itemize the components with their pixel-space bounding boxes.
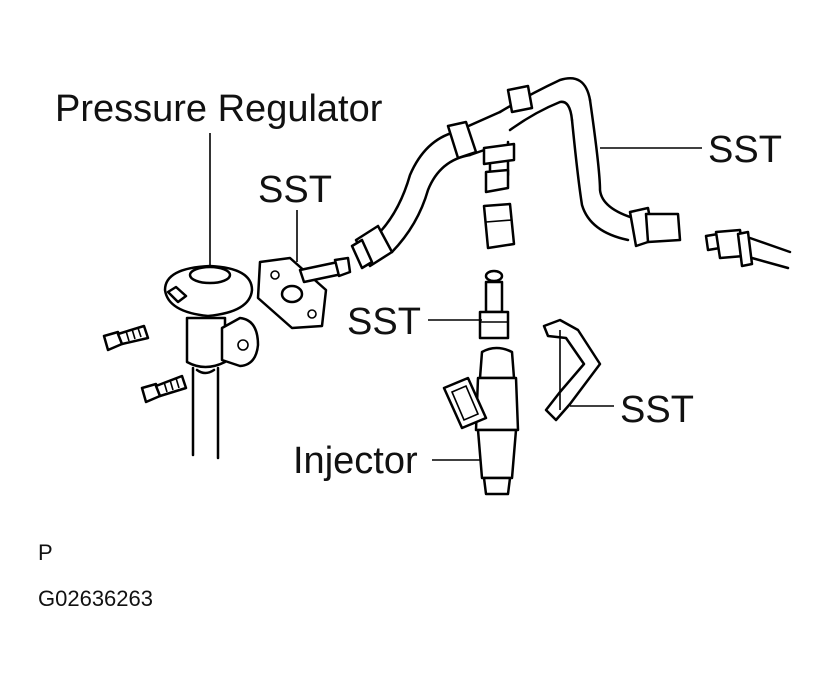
label-sst-left: SST (258, 169, 332, 211)
figure-id: G02636263 (38, 586, 153, 611)
label-sst-center: SST (347, 301, 421, 343)
leader-lines (209, 133, 702, 461)
view-letter: P (38, 540, 53, 565)
fuel-injector (442, 346, 520, 496)
label-sst-top-right: SST (708, 129, 782, 171)
sst-injector-clip (542, 318, 602, 422)
label-sst-clip: SST (620, 389, 694, 431)
label-pressure-regulator: Pressure Regulator (55, 88, 383, 130)
pressure-regulator (163, 264, 260, 460)
sst-adapter-plate (256, 256, 352, 330)
sst-injector-adapter (478, 269, 510, 340)
label-injector: Injector (293, 440, 418, 482)
quick-connector (704, 228, 792, 270)
bolt-lower (140, 374, 188, 404)
sst-hose-adapter (482, 202, 516, 250)
fuel-hose-assembly (350, 77, 682, 270)
bolt-upper (102, 324, 150, 352)
